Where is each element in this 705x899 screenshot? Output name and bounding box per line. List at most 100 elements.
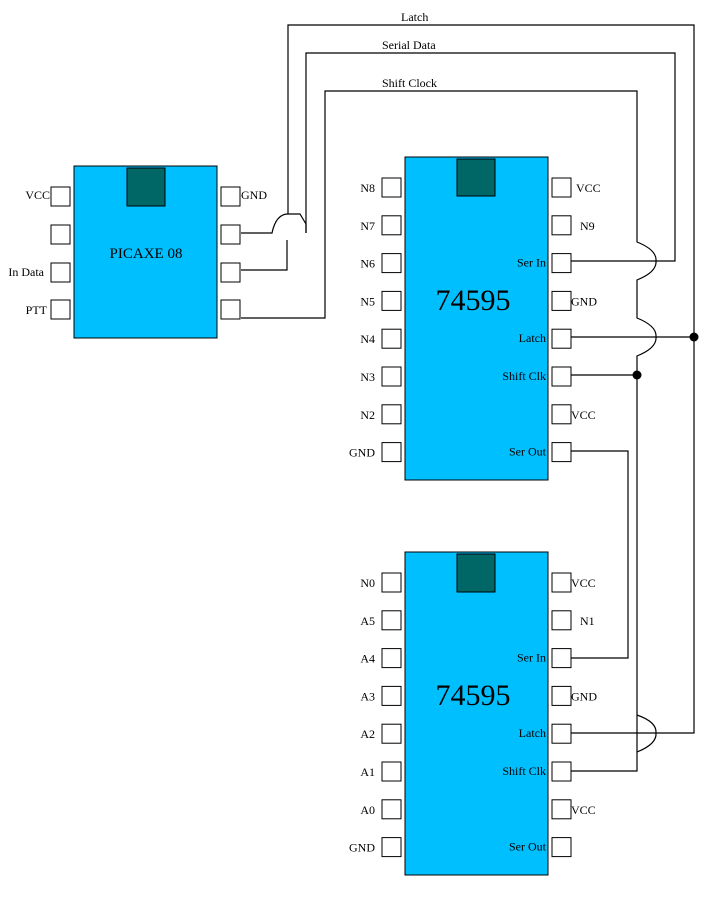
pin bbox=[381, 685, 402, 706]
wire-label-latch: Latch bbox=[401, 10, 428, 24]
pin-label: Ser In bbox=[517, 651, 546, 665]
pin bbox=[551, 799, 572, 820]
chip-body bbox=[404, 551, 549, 876]
chip-title: 74595 bbox=[436, 284, 511, 317]
pin-label: N7 bbox=[360, 219, 375, 233]
pin-label: GND bbox=[571, 294, 597, 308]
pin bbox=[551, 404, 572, 425]
chip-body bbox=[404, 156, 549, 481]
wires bbox=[241, 24, 695, 772]
pin-label: Shift Clk bbox=[502, 369, 546, 383]
pin-label: PTT bbox=[26, 303, 48, 317]
pin bbox=[381, 290, 402, 311]
pin bbox=[381, 253, 402, 274]
wire-shift-clock-chip2-hop bbox=[636, 714, 657, 753]
pin bbox=[551, 442, 572, 463]
pin bbox=[220, 186, 241, 207]
pin-label: N5 bbox=[360, 294, 375, 308]
pin bbox=[381, 404, 402, 425]
pin-label: A2 bbox=[360, 727, 375, 741]
chip-title: 74595 bbox=[436, 679, 511, 712]
pin bbox=[50, 186, 71, 207]
wire-serout-to-serin bbox=[571, 450, 629, 659]
wire-latch-main bbox=[287, 24, 695, 734]
chip-title: PICAXE 08 bbox=[110, 246, 183, 262]
pin bbox=[551, 177, 572, 198]
pin-label: GND bbox=[349, 841, 375, 855]
pin-label: N6 bbox=[360, 257, 375, 271]
pin-label: Latch bbox=[519, 726, 546, 740]
pin-label: A3 bbox=[360, 689, 375, 703]
chip-picaxe-08: PICAXE 08 VCC In Data PTT GND bbox=[8, 165, 267, 339]
pin bbox=[551, 572, 572, 593]
pin-label: A1 bbox=[360, 765, 375, 779]
pin bbox=[551, 253, 572, 274]
pin bbox=[220, 299, 241, 320]
pin bbox=[551, 685, 572, 706]
pin bbox=[50, 224, 71, 245]
pin-label: N9 bbox=[580, 219, 595, 233]
pin bbox=[551, 837, 572, 858]
chip-notch bbox=[456, 158, 496, 197]
pin bbox=[220, 262, 241, 283]
pin bbox=[551, 761, 572, 782]
junction-dot-latch bbox=[689, 332, 699, 342]
wire-serial-data bbox=[241, 240, 288, 271]
pin-label: N3 bbox=[360, 370, 375, 384]
pin-label: GND bbox=[349, 446, 375, 460]
pin-label: A0 bbox=[360, 803, 375, 817]
pin-label: Latch bbox=[519, 331, 546, 345]
pin bbox=[381, 837, 402, 858]
pin-label: VCC bbox=[571, 408, 596, 422]
pin-label: A4 bbox=[360, 652, 375, 666]
pin-label: N2 bbox=[360, 408, 375, 422]
chip-notch bbox=[456, 553, 496, 593]
pin-label: In Data bbox=[8, 265, 44, 279]
pin-label: Ser Out bbox=[509, 840, 547, 854]
pin-label: Ser Out bbox=[509, 445, 547, 459]
wire-label-shift-clock: Shift Clock bbox=[382, 76, 437, 90]
pin bbox=[551, 290, 572, 311]
wire-latch bbox=[241, 213, 307, 234]
pin-label: VCC bbox=[571, 803, 596, 817]
pin bbox=[50, 299, 71, 320]
junction-dot-shift-clock bbox=[632, 370, 642, 380]
pin-label: VCC bbox=[571, 576, 596, 590]
wire-shift-clock bbox=[241, 90, 657, 772]
pin bbox=[381, 177, 402, 198]
wire-label-serial-data: Serial Data bbox=[382, 38, 436, 52]
pin bbox=[381, 610, 402, 631]
pin bbox=[381, 215, 402, 236]
pin-label: Ser In bbox=[517, 256, 546, 270]
pin bbox=[220, 224, 241, 245]
pin bbox=[551, 648, 572, 669]
pin-label: GND bbox=[571, 689, 597, 703]
pin-label: N0 bbox=[360, 576, 375, 590]
pin bbox=[381, 648, 402, 669]
pin-label: N1 bbox=[580, 614, 595, 628]
pin bbox=[381, 723, 402, 744]
wire-serial-data-main bbox=[305, 52, 676, 262]
pin bbox=[50, 262, 71, 283]
pin bbox=[381, 442, 402, 463]
pin-label: N8 bbox=[360, 181, 375, 195]
pin bbox=[381, 366, 402, 387]
pin bbox=[551, 366, 572, 387]
pin-label: GND bbox=[241, 188, 267, 202]
pin bbox=[551, 328, 572, 349]
pin-label: A5 bbox=[360, 614, 375, 628]
pin-label: VCC bbox=[576, 181, 601, 195]
pin bbox=[381, 799, 402, 820]
chip-notch bbox=[126, 167, 166, 207]
pin bbox=[381, 328, 402, 349]
pin bbox=[551, 723, 572, 744]
pin bbox=[381, 761, 402, 782]
pin bbox=[381, 572, 402, 593]
pin-label: N4 bbox=[360, 332, 375, 346]
pin-label: Shift Clk bbox=[502, 764, 546, 778]
pin bbox=[551, 610, 572, 631]
pin bbox=[551, 215, 572, 236]
